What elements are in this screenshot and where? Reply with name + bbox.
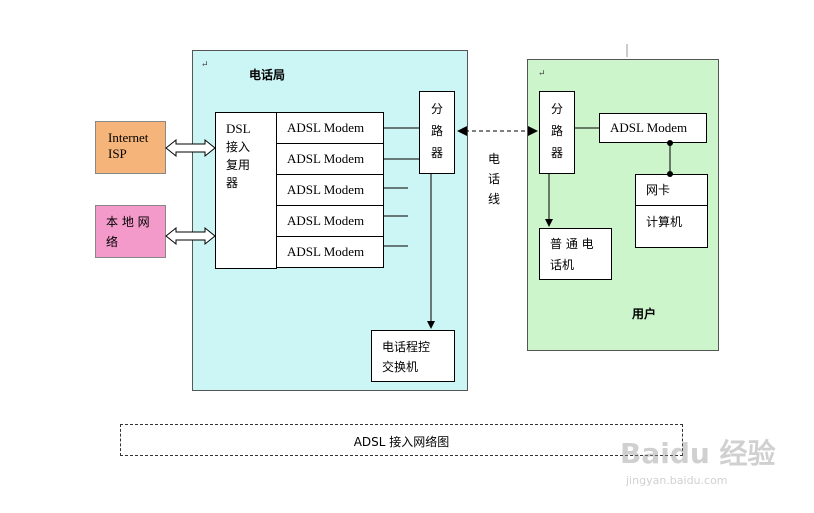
phone-line-label: 电 话 线 xyxy=(484,150,504,208)
phone-line-char3: 线 xyxy=(487,192,500,206)
office-splitter-char1: 分 xyxy=(430,102,443,116)
office-splitter-char3: 器 xyxy=(430,146,443,160)
user-splitter-char1: 分 xyxy=(550,102,563,116)
office-splitter-char2: 路 xyxy=(430,124,443,138)
isp-label-line2: ISP xyxy=(108,146,127,161)
baidu-logo: Baidu 经验 xyxy=(620,437,776,470)
modem-label: ADSL Modem xyxy=(287,182,365,197)
dsl-label-line4: 器 xyxy=(226,176,239,190)
user-modem-label: ADSL Modem xyxy=(610,120,688,135)
local-network-box: 本 地 网 络 xyxy=(95,205,166,258)
user-splitter-char2: 路 xyxy=(550,124,563,138)
adsl-modem: ADSL Modem xyxy=(276,236,384,268)
switch-label-line1: 电话程控 xyxy=(382,340,431,354)
office-splitter: 分 路 器 xyxy=(419,91,455,174)
switch-label-line2: 交换机 xyxy=(382,360,419,374)
paragraph-mark: ↵ xyxy=(201,59,209,69)
office-title: 电话局 xyxy=(249,68,286,82)
telephone-exchange-switch: 电话程控 交换机 xyxy=(371,330,455,382)
caption-text: ADSL 接入网络图 xyxy=(353,435,450,449)
adsl-modem: ADSL Modem xyxy=(276,174,384,206)
phone-line-char1: 电 xyxy=(487,152,500,166)
local-network-line1: 本 地 网 xyxy=(106,215,150,229)
user-title: 用户 xyxy=(632,307,657,321)
computer-label: 计算机 xyxy=(646,215,683,229)
isp-label-line1: Internet xyxy=(108,130,149,145)
baidu-watermark: Baidu 经验 jingyan.baidu.com xyxy=(620,432,780,492)
phone-label-line1: 普 通 电 xyxy=(550,237,594,251)
modem-label: ADSL Modem xyxy=(287,213,365,228)
user-splitter: 分 路 器 xyxy=(539,91,575,174)
adsl-modem: ADSL Modem xyxy=(276,205,384,237)
telephone-box: 普 通 电 话机 xyxy=(539,228,612,280)
dsl-access-multiplexer: DSL 接入 复用 器 xyxy=(215,112,277,269)
joint-dot xyxy=(667,140,673,146)
joint-dot xyxy=(667,171,673,177)
user-adsl-modem: ADSL Modem xyxy=(599,113,707,143)
adsl-modem: ADSL Modem xyxy=(276,143,384,175)
dsl-label-line1: DSL xyxy=(226,121,251,136)
caption-box: ADSL 接入网络图 xyxy=(120,424,683,456)
watermark-url: jingyan.baidu.com xyxy=(626,474,728,487)
local-link-arrow xyxy=(165,226,216,246)
adsl-modem: ADSL Modem xyxy=(276,112,384,144)
paragraph-mark: ↵ xyxy=(538,68,546,78)
local-network-line2: 络 xyxy=(106,235,119,249)
dsl-label-line3: 复用 xyxy=(226,158,251,172)
modem-label: ADSL Modem xyxy=(287,244,365,259)
phone-line-arrow-right xyxy=(528,126,538,136)
internet-isp-box: Internet ISP xyxy=(95,121,166,174)
phone-label-line2: 话机 xyxy=(550,258,575,272)
nic-label: 网卡 xyxy=(646,183,671,197)
isp-link-arrow xyxy=(165,138,216,158)
modem-label: ADSL Modem xyxy=(287,120,365,135)
phone-line-arrow-left xyxy=(457,126,467,136)
phone-line-char2: 话 xyxy=(487,172,500,186)
dsl-label-line2: 接入 xyxy=(226,140,251,154)
modem-label: ADSL Modem xyxy=(287,151,365,166)
nic-divider xyxy=(636,205,707,206)
user-splitter-char3: 器 xyxy=(550,146,563,160)
